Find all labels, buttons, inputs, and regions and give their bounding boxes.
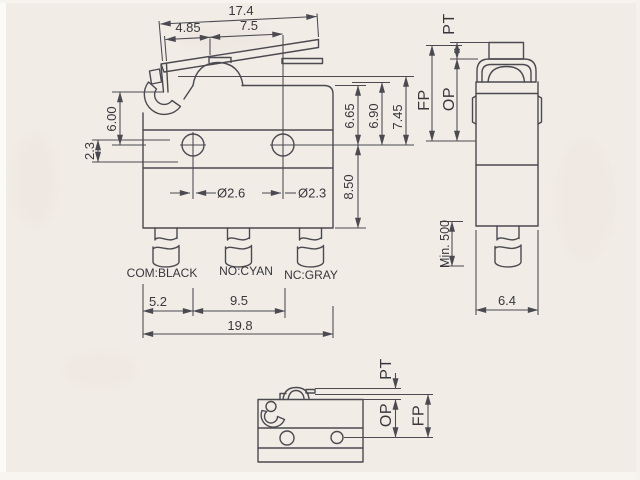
svg-text:PT: PT bbox=[441, 13, 458, 34]
svg-text:6.4: 6.4 bbox=[498, 293, 516, 308]
svg-text:9.5: 9.5 bbox=[230, 293, 248, 308]
small-hinge-pin bbox=[265, 400, 277, 413]
dimension-edge-offset: 2.3 bbox=[82, 139, 178, 163]
svg-text:2.3: 2.3 bbox=[82, 142, 97, 160]
svg-text:OP: OP bbox=[441, 87, 458, 111]
ink-bleed-ghosts bbox=[13, 25, 613, 386]
dimension-hole-diameters: Ø2.6 Ø2.3 bbox=[170, 186, 326, 201]
dimension-op-bottom: OP bbox=[344, 399, 433, 439]
terminal-label-nc: NC:GRAY bbox=[284, 268, 338, 282]
svg-text:7.5: 7.5 bbox=[240, 18, 258, 33]
svg-text:7.45: 7.45 bbox=[390, 104, 405, 129]
dimension-lever-length: 17.4 bbox=[158, 3, 320, 62]
small-lever-tip bbox=[305, 388, 316, 394]
dimension-lever-segments: 4.85 7.5 bbox=[163, 18, 283, 62]
dimension-hole-pitch: 5.2 9.5 bbox=[142, 284, 334, 338]
svg-text:8.50: 8.50 bbox=[341, 174, 356, 199]
small-body-outline bbox=[257, 386, 364, 463]
svg-text:Ø2.3: Ø2.3 bbox=[298, 186, 326, 201]
small-hinge bbox=[260, 409, 286, 428]
svg-text:Ø2.6: Ø2.6 bbox=[217, 186, 245, 201]
dimension-fp-side: FP bbox=[416, 44, 462, 142]
dimension-terminal-length: Min. 500 bbox=[438, 220, 464, 268]
side-clip-left bbox=[471, 95, 477, 125]
side-view: PT OP FP Min. 500 6.4 bbox=[416, 13, 543, 315]
lever-blade bbox=[160, 38, 324, 73]
dimension-pt-bottom: PT bbox=[315, 358, 401, 401]
svg-text:Min. 500: Min. 500 bbox=[438, 220, 452, 268]
svg-text:5.2: 5.2 bbox=[149, 294, 167, 309]
svg-text:19.8: 19.8 bbox=[227, 318, 252, 333]
side-body-outline bbox=[471, 41, 543, 227]
dimension-fp-bottom: FP bbox=[315, 393, 433, 438]
svg-text:PT: PT bbox=[378, 358, 395, 379]
dimension-body-width: 19.8 bbox=[142, 318, 334, 337]
dimension-side-width: 6.4 bbox=[475, 230, 539, 315]
svg-text:FP: FP bbox=[416, 89, 433, 110]
terminal-label-no: NO:CYAN bbox=[219, 264, 273, 278]
terminal-com bbox=[152, 227, 180, 268]
dimension-heights-right: 6.65 6.90 7.45 8.50 bbox=[178, 75, 414, 229]
svg-text:FP: FP bbox=[411, 405, 428, 426]
bottom-view: PT OP FP bbox=[257, 358, 433, 463]
mounting-holes bbox=[180, 35, 296, 199]
lever-hinge bbox=[143, 63, 182, 116]
switch-body-outline bbox=[142, 84, 334, 229]
terminal-label-com: COM:BLACK bbox=[127, 266, 198, 280]
svg-text:4.85: 4.85 bbox=[175, 20, 200, 35]
small-hole-right bbox=[330, 430, 344, 445]
actuator-pin bbox=[281, 57, 324, 65]
svg-text:OP: OP bbox=[378, 403, 395, 427]
side-clip-right bbox=[537, 95, 543, 125]
svg-text:6.90: 6.90 bbox=[366, 103, 381, 128]
side-terminal bbox=[494, 225, 522, 268]
svg-text:6.65: 6.65 bbox=[342, 103, 357, 128]
front-view: COM:BLACK NO:CYAN NC:GRAY 17.4 4.85 7.5 … bbox=[82, 3, 414, 338]
svg-text:17.4: 17.4 bbox=[228, 3, 253, 18]
svg-text:6.00: 6.00 bbox=[104, 106, 119, 131]
terminal-nc bbox=[296, 227, 325, 268]
dimension-hinge-height: 6.00 bbox=[104, 91, 164, 146]
small-hole-left bbox=[279, 430, 295, 446]
terminal-no bbox=[224, 227, 253, 268]
plunger-dome bbox=[183, 56, 244, 100]
